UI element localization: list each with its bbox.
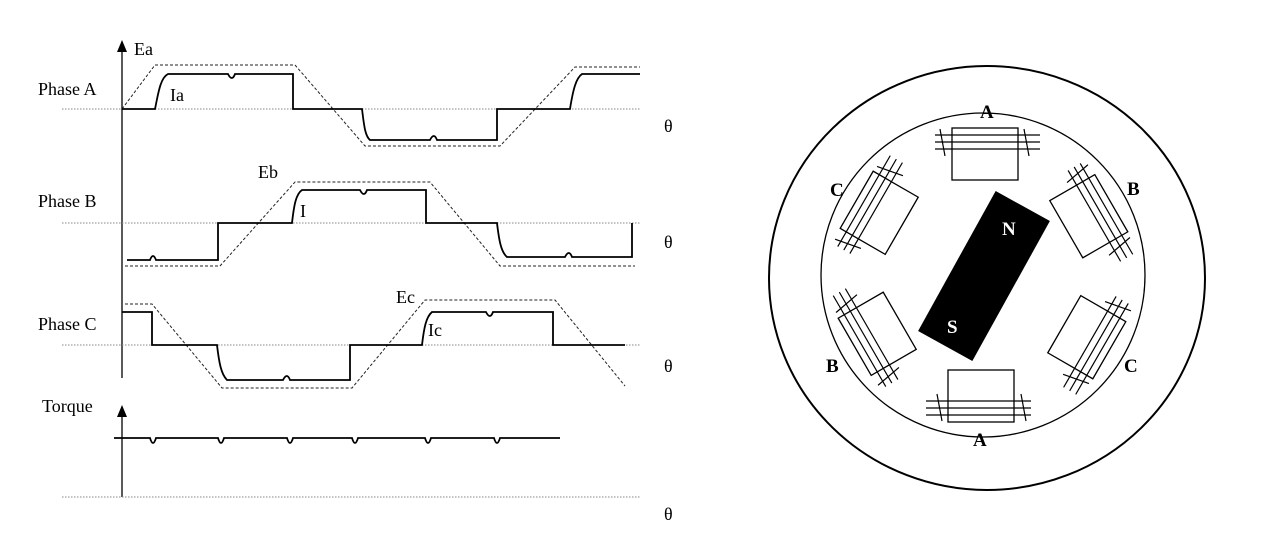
pole-label-b-right: B — [1127, 179, 1140, 200]
motor-cross-section: A B C A B C N S — [768, 65, 1206, 491]
theta-label-b: θ — [664, 232, 673, 252]
rotor-south-label: S — [947, 317, 958, 338]
phase-b-waveform: Phase B Eb I θ — [38, 162, 673, 267]
ec-label: Ec — [396, 287, 415, 307]
torque-axis-arrow-icon — [117, 405, 127, 417]
pole-b-lower-left — [832, 288, 918, 387]
ic-label: Ic — [428, 320, 442, 340]
ib-label: I — [300, 201, 306, 221]
vertical-axis-arrow-icon — [117, 40, 127, 52]
torque-label: Torque — [42, 396, 93, 416]
stator-outer-ring — [768, 65, 1206, 491]
pole-label-a-top: A — [980, 102, 994, 123]
pole-label-c-left: C — [830, 180, 844, 201]
torque-ripple — [114, 437, 560, 444]
pole-label-b-left: B — [826, 356, 839, 377]
pole-c-upper-left — [834, 155, 920, 256]
phase-c-current — [122, 311, 625, 381]
ea-axis-label: Ea — [134, 39, 153, 59]
theta-label-c: θ — [664, 356, 673, 376]
stator-poles — [832, 127, 1134, 423]
phase-a-current — [122, 73, 640, 141]
phase-b-emf — [125, 181, 635, 267]
rotor-magnet — [918, 191, 1050, 361]
pole-label-a-bottom: A — [973, 430, 987, 451]
rotor-north-label: N — [1002, 219, 1016, 240]
torque-plot: Torque θ — [42, 396, 673, 524]
phase-a-waveform: Phase A Ia θ — [38, 64, 673, 147]
stator-inner-bore — [820, 112, 1146, 438]
phase-a-emf — [121, 64, 640, 147]
pole-c-lower-right — [1046, 294, 1132, 395]
phase-b-current — [127, 189, 633, 261]
phase-c-waveform: Phase C Ec Ic θ — [38, 287, 673, 389]
theta-label-torque: θ — [664, 504, 673, 524]
pole-b-upper-right — [1048, 163, 1134, 262]
waveform-diagram: Ea Phase A Ia θ Phase B Eb I θ Phase C E — [38, 39, 673, 524]
phase-b-label: Phase B — [38, 191, 97, 211]
phase-c-label: Phase C — [38, 314, 97, 334]
phase-c-emf — [125, 299, 626, 389]
pole-label-c-right: C — [1124, 356, 1138, 377]
pole-a-top — [935, 127, 1040, 181]
theta-label-a: θ — [664, 116, 673, 136]
eb-label: Eb — [258, 162, 278, 182]
pole-a-bottom — [926, 369, 1031, 423]
phase-a-label: Phase A — [38, 79, 97, 99]
ia-label: Ia — [170, 85, 184, 105]
